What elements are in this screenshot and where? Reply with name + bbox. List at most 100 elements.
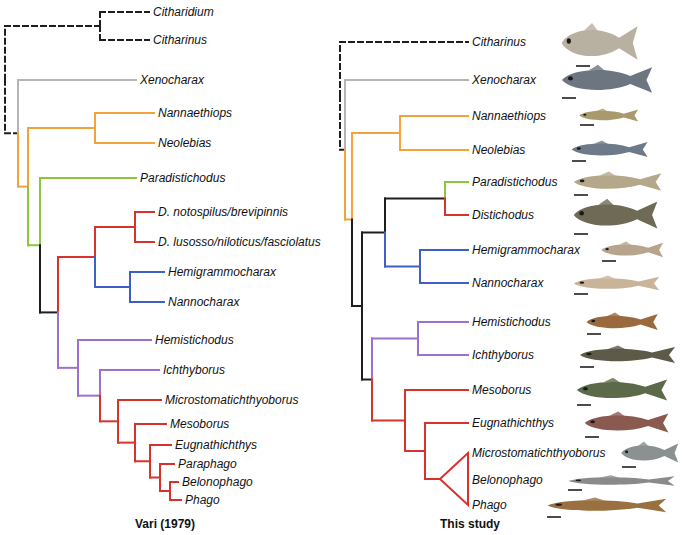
tree-branch (100, 11, 149, 13)
taxon-label: Citharidium (153, 5, 214, 19)
tree-branch (399, 133, 401, 150)
tree-branch (405, 389, 468, 391)
taxon-label: Eugnathichthys (175, 438, 257, 452)
tree-branch (28, 127, 95, 129)
tree-branch (134, 227, 136, 242)
scale-bar (602, 260, 616, 262)
scale-bar (568, 489, 582, 491)
tree-branch (159, 464, 161, 478)
tree-branch (404, 421, 406, 452)
tree-branch (58, 367, 78, 369)
fish-photo (574, 275, 660, 290)
taxon-label: Hemigrammocharax (472, 243, 580, 257)
taxon-label: Phago (472, 498, 507, 512)
scale-bar (572, 160, 586, 162)
scale-bar (574, 233, 588, 235)
tree-branch (5, 132, 18, 134)
tree-branch (444, 182, 446, 199)
tree-branch (4, 80, 6, 134)
tree-branch (371, 339, 373, 380)
tree-branch (18, 79, 136, 81)
tree-branch (404, 390, 406, 421)
fish-photo (568, 475, 674, 486)
tree-branch (135, 211, 154, 213)
scale-bar (580, 366, 594, 368)
scale-bar (580, 124, 594, 126)
tree-branch (100, 420, 118, 422)
tree-branch (351, 133, 353, 220)
taxon-label: Xenocharax (472, 73, 536, 87)
scale-bar (577, 404, 591, 406)
taxon-label: Nannaethiops (158, 106, 232, 120)
tree-branch (78, 395, 100, 397)
taxon-label: Microstomatichthyoborus (472, 446, 605, 460)
tree-branch (134, 212, 136, 227)
tree-branch (117, 421, 119, 442)
taxon-label: Mesoborus (170, 417, 229, 431)
tree-branch (361, 306, 363, 380)
tree-branch (150, 444, 171, 446)
tree-branch (417, 339, 419, 356)
tree-branch (352, 132, 400, 134)
taxon-label: Citharinus (153, 33, 207, 47)
tree-branch (385, 266, 420, 268)
tree-branch (28, 244, 40, 246)
tree-branch (345, 219, 352, 221)
taxon-label: Paraphago (178, 457, 237, 471)
tree-branch (129, 287, 131, 302)
tree-branch (424, 451, 426, 479)
tree-branch (362, 232, 385, 234)
fish-photo (587, 313, 658, 331)
tree-branch (418, 321, 468, 323)
tree-branch (425, 422, 468, 424)
fish-photo (601, 241, 663, 257)
tree-branch (445, 181, 468, 183)
tree-branch (418, 354, 468, 356)
scale-bar (576, 65, 590, 67)
tree-branch (445, 214, 468, 216)
tree-branch (57, 312, 59, 367)
taxon-label: Paradistichodus (140, 171, 225, 185)
tree-branch (170, 481, 178, 483)
taxon-label: Microstomatichthyoborus (165, 393, 298, 407)
tree-branch (160, 490, 170, 492)
tree-branch (420, 282, 468, 284)
tree-branch (160, 463, 174, 465)
tree-branch (361, 233, 363, 307)
tree-branch (17, 80, 19, 133)
fish-photo (577, 378, 667, 401)
tree-branch (99, 26, 101, 40)
tree-branch (351, 220, 353, 307)
tree-branch (400, 115, 468, 117)
tree-branch (58, 256, 95, 258)
scale-bar (622, 466, 636, 468)
fish-photo (572, 140, 648, 157)
tree-branch (372, 338, 418, 340)
tree-branch (99, 12, 101, 26)
tree-branch (372, 420, 405, 422)
tree-branch (99, 370, 101, 396)
fish-photo (562, 23, 638, 60)
tree-branch (169, 491, 171, 500)
tree-branch (339, 96, 341, 150)
fish-photo (585, 412, 669, 433)
tree-branch (362, 379, 372, 381)
tree-branch (159, 478, 161, 492)
tree-branch (425, 478, 440, 480)
fish-photo (579, 108, 638, 121)
tree-branch (419, 250, 421, 267)
tree-branch (130, 271, 164, 273)
tree-branch (40, 177, 136, 179)
taxon-label: Belonophago (472, 473, 543, 487)
tree-branch (118, 442, 135, 444)
taxon-label: Ichthyborus (472, 348, 534, 362)
tree-branch (344, 150, 346, 220)
tree-branch (134, 424, 136, 443)
collapsed-clade (440, 453, 468, 505)
tree-branch (149, 445, 151, 461)
fish-photo (580, 346, 675, 364)
fish-photo (574, 172, 661, 191)
tree-branch (135, 241, 154, 243)
taxon-label: Neolebias (158, 136, 211, 150)
